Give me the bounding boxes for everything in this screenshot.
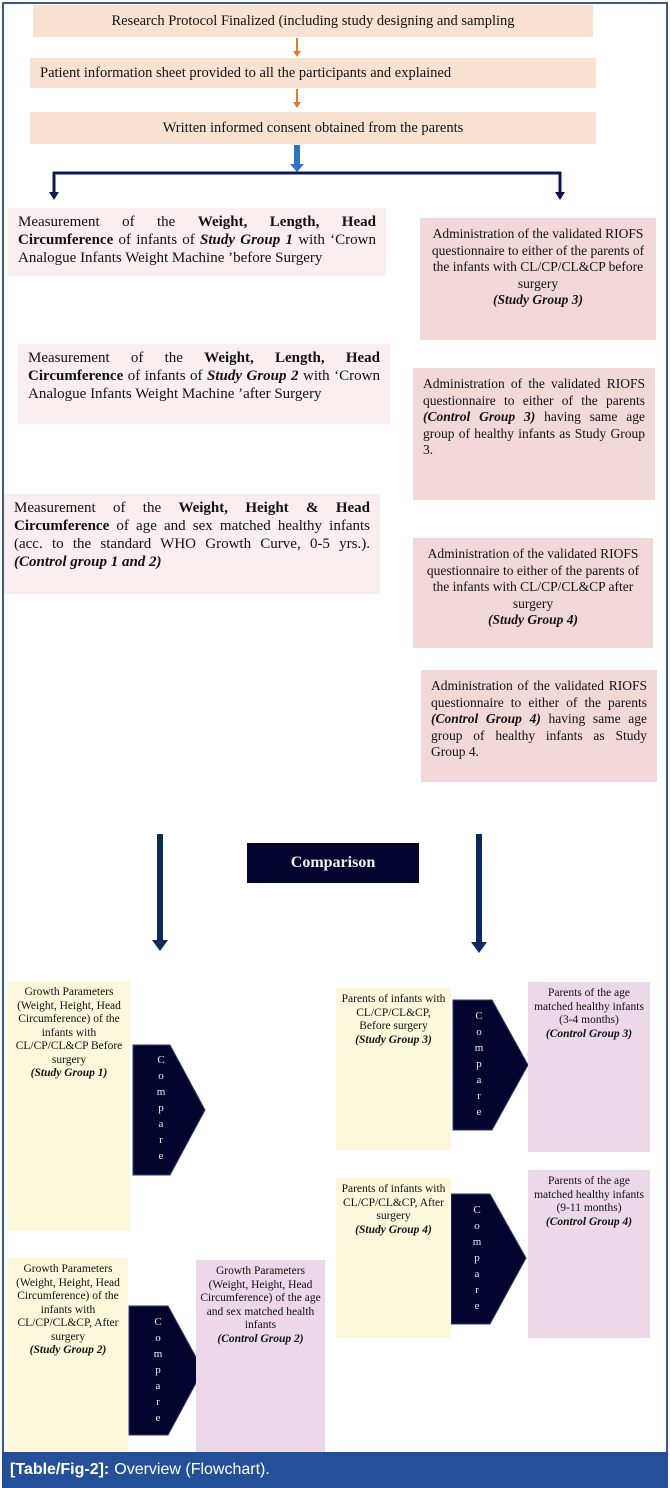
- arrow-down-icon: [471, 834, 487, 953]
- growth-study-group-1: Growth Parameters (Weight, Height, Head …: [8, 981, 130, 1231]
- text: of infants of: [123, 368, 208, 384]
- step-text: Patient information sheet provided to al…: [40, 64, 452, 81]
- arrow-down-icon: [152, 834, 168, 951]
- arrow-down-icon: [290, 145, 304, 172]
- text: of infants of: [113, 232, 201, 248]
- caption-text: Overview (Flowchart).: [114, 1461, 270, 1478]
- step-patient-info: Patient information sheet provided to al…: [30, 58, 596, 88]
- text-bold: Weight, Height & Head Circumference: [14, 500, 370, 534]
- text: Parents of the age matched healthy infan…: [534, 1175, 644, 1214]
- parents-control-group-4: Parents of the age matched healthy infan…: [528, 1170, 650, 1338]
- text: Parents of infants with CL/CP/CL&CP, Bef…: [341, 993, 446, 1032]
- group-label: (Control Group 3): [423, 409, 536, 424]
- step-protocol-finalized: Research Protocol Finalized (including s…: [33, 5, 593, 37]
- arrow-down-icon: [293, 89, 301, 108]
- text: of age and sex matched healthy infants (…: [14, 518, 370, 552]
- group-label: Study Group 2: [207, 368, 299, 384]
- group-label: (Control Group 3): [545, 1027, 633, 1040]
- measurement-control-group-1-2: Measurement of the Weight, Height & Head…: [4, 494, 380, 594]
- group-label: (Study Group 2): [29, 1344, 107, 1356]
- group-label: (Study Group 1): [30, 1067, 108, 1079]
- riofs-control-group-4: Administration of the validated RIOFS qu…: [421, 670, 657, 782]
- text: Administration of the validated RIOFS qu…: [426, 546, 640, 611]
- text: Parents of the age matched healthy infan…: [534, 987, 644, 1026]
- riofs-control-group-3: Administration of the validated RIOFS qu…: [413, 368, 655, 500]
- text-bold: Weight, Length, Head Circumference: [28, 350, 380, 384]
- text: Administration of the validated RIOFS qu…: [431, 678, 647, 710]
- step-text: Research Protocol Finalized (including s…: [111, 12, 515, 29]
- group-label: (Study Group 4): [487, 612, 578, 627]
- text: Administration of the validated RIOFS qu…: [431, 226, 645, 291]
- text: Growth Parameters (Weight, Height, Head …: [15, 986, 123, 1066]
- parents-study-group-4: Parents of infants with CL/CP/CL&CP, Aft…: [336, 1178, 451, 1338]
- compare-arrow-shape: [452, 999, 529, 1131]
- compare-arrow-shape: [128, 1305, 204, 1436]
- measurement-study-group-1: Measurement of the Weight, Length, Head …: [8, 208, 386, 276]
- text: Measurement of the: [18, 214, 198, 230]
- comparison-label: Comparison: [247, 843, 419, 883]
- group-label: (Study Group 4): [355, 1223, 432, 1236]
- group-label: Study Group 1: [200, 232, 294, 248]
- measurement-study-group-2: Measurement of the Weight, Length, Head …: [18, 344, 390, 424]
- compare-label: C o m p a r e: [153, 1316, 163, 1424]
- text: having same age group of healthy infants…: [423, 409, 645, 457]
- text: with ‘Crown Analogue Infants Weight Mach…: [28, 368, 380, 402]
- growth-study-group-2: Growth Parameters (Weight, Height, Head …: [8, 1258, 128, 1453]
- group-label: (Control group 1 and 2): [14, 554, 162, 570]
- step-text: Written informed consent obtained from t…: [162, 119, 464, 136]
- riofs-study-group-3: Administration of the validated RIOFS qu…: [420, 218, 656, 340]
- text-bold: Weight, Length, Head Circumference: [18, 214, 376, 248]
- growth-control-group-2: Growth Parameters (Weight, Height, Head …: [196, 1260, 325, 1453]
- text: Measurement of the: [28, 350, 205, 366]
- text: Growth Parameters (Weight, Height, Head …: [16, 1263, 120, 1343]
- figure-caption: [Table/Fig-2]: Overview (Flowchart).: [2, 1452, 668, 1488]
- parents-control-group-3: Parents of the age matched healthy infan…: [528, 982, 650, 1152]
- group-label: (Study Group 3): [492, 292, 583, 307]
- text: Administration of the validated RIOFS qu…: [423, 376, 645, 408]
- arrow-down-icon: [293, 38, 301, 57]
- group-label: (Study Group 3): [355, 1033, 432, 1046]
- compare-arrow-shape: [132, 1044, 206, 1176]
- compare-label: C o m p a r e: [472, 1204, 482, 1312]
- compare-label: C o m p a r e: [474, 1010, 484, 1118]
- text: Parents of infants with CL/CP/CL&CP, Aft…: [341, 1183, 446, 1222]
- text: having same age group of healthy infants…: [431, 711, 647, 759]
- caption-label: [Table/Fig-2]:: [10, 1461, 110, 1478]
- group-label: (Control Group 4): [431, 711, 541, 726]
- text: Measurement of the: [14, 500, 179, 516]
- riofs-study-group-4: Administration of the validated RIOFS qu…: [413, 538, 653, 648]
- compare-label: C o m p a r e: [156, 1054, 166, 1162]
- compare-arrow-shape: [450, 1193, 527, 1325]
- group-label: (Control Group 4): [545, 1215, 633, 1228]
- group-label: (Control Group 2): [217, 1332, 304, 1345]
- step-written-consent: Written informed consent obtained from t…: [30, 112, 596, 144]
- text: Growth Parameters (Weight, Height, Head …: [200, 1265, 321, 1331]
- text: with ‘Crown Analogue Infants Weight Mach…: [18, 232, 376, 266]
- parents-study-group-3: Parents of infants with CL/CP/CL&CP, Bef…: [336, 988, 451, 1150]
- branch-connector: [49, 171, 565, 200]
